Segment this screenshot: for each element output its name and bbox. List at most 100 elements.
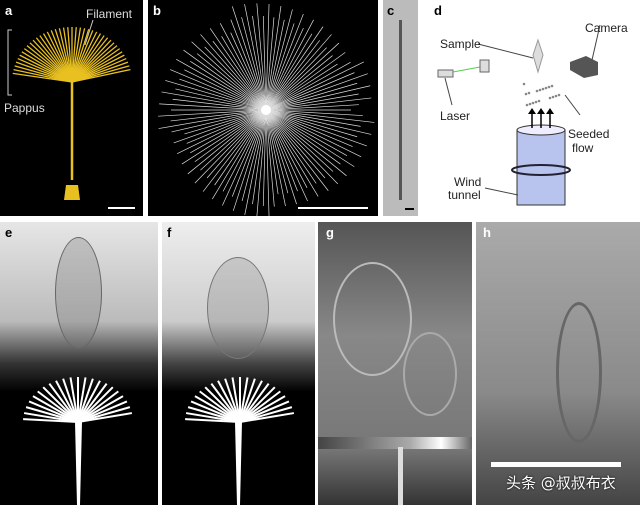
filament: [265, 109, 341, 165]
filament: [206, 109, 267, 179]
filament: [265, 13, 304, 111]
filament: [77, 390, 119, 423]
filament: [71, 39, 112, 83]
seed-particle: [527, 91, 531, 95]
panel-label: e: [5, 225, 13, 240]
filament: [54, 28, 73, 83]
filament: [265, 85, 371, 111]
filament: [265, 109, 375, 123]
filament: [21, 51, 73, 83]
filament: [69, 377, 79, 423]
filament: [26, 45, 73, 83]
filament: [265, 109, 353, 147]
filament: [67, 27, 73, 83]
filament: [23, 48, 73, 83]
filament: [262, 16, 267, 111]
filament: [190, 400, 241, 423]
filament: [159, 103, 267, 111]
filament: [265, 109, 317, 184]
panel-label: f: [167, 225, 172, 240]
filament: [62, 27, 73, 83]
filament: [199, 390, 241, 423]
panel-f: f: [162, 222, 315, 505]
filament: [265, 26, 324, 111]
camera-label: Camera: [585, 21, 628, 35]
seed-particle: [557, 93, 561, 97]
seeded-label: Seeded: [568, 127, 610, 141]
filament: [239, 386, 276, 423]
panel-e: e: [0, 222, 158, 505]
filament: [256, 109, 267, 216]
filament: [184, 69, 267, 111]
filament: [265, 4, 270, 111]
filament: [71, 35, 105, 83]
filament: [175, 88, 267, 111]
filament: [181, 109, 267, 165]
filament: [239, 412, 295, 423]
filament: [219, 23, 267, 111]
filament: [265, 109, 329, 191]
filament: [239, 382, 270, 423]
filament: [217, 380, 241, 423]
tunnel-label: tunnel: [448, 188, 481, 202]
panel-label: h: [483, 225, 491, 240]
filament: [265, 109, 361, 127]
filament: [37, 390, 79, 423]
filament: [77, 386, 114, 423]
filament: [200, 34, 267, 111]
filament: [71, 45, 118, 83]
filament: [177, 109, 267, 154]
filament: [17, 57, 73, 83]
filament: [161, 91, 267, 111]
filament: [265, 19, 285, 111]
filament: [265, 55, 333, 111]
filament: [244, 4, 267, 111]
seed-particle: [541, 87, 545, 91]
panel-label: g: [326, 225, 334, 240]
filament: [71, 48, 121, 83]
filament: [265, 109, 363, 116]
filament: [71, 51, 123, 83]
filament: [71, 42, 115, 83]
filament: [173, 109, 267, 144]
panel-b: b: [148, 0, 378, 216]
filament: [262, 109, 267, 206]
filament: [265, 9, 293, 111]
filament: [71, 57, 127, 83]
filament: [244, 109, 267, 215]
filament: [265, 109, 355, 168]
filament: [23, 412, 79, 423]
filament: [231, 377, 241, 423]
filament: [35, 37, 73, 83]
filament: [55, 380, 79, 423]
filament: [71, 61, 129, 83]
filament: [265, 109, 358, 138]
seed-particle: [538, 88, 542, 92]
filament: [71, 27, 77, 83]
filament: [184, 109, 267, 135]
filament: [265, 34, 332, 111]
filament: [158, 109, 267, 117]
panel-label: b: [153, 3, 161, 18]
filament: [209, 28, 267, 111]
filament-silhouette: [185, 377, 295, 505]
filament: [224, 378, 241, 423]
filament: [158, 109, 267, 129]
filament: [204, 46, 267, 111]
filament: [265, 109, 286, 207]
filament: [71, 68, 131, 83]
filament: [77, 382, 108, 423]
filament: [58, 28, 73, 83]
filament: [23, 418, 79, 423]
filament: [265, 109, 372, 135]
filament: [12, 72, 73, 83]
filament-label: Filament: [86, 7, 133, 21]
filament: [239, 406, 293, 423]
filament: [265, 97, 372, 111]
panel-label: a: [5, 3, 13, 18]
filament: [186, 109, 267, 144]
filament: [25, 406, 79, 423]
filament: [265, 72, 355, 111]
filament: [265, 109, 308, 188]
seed-particle: [547, 85, 551, 89]
